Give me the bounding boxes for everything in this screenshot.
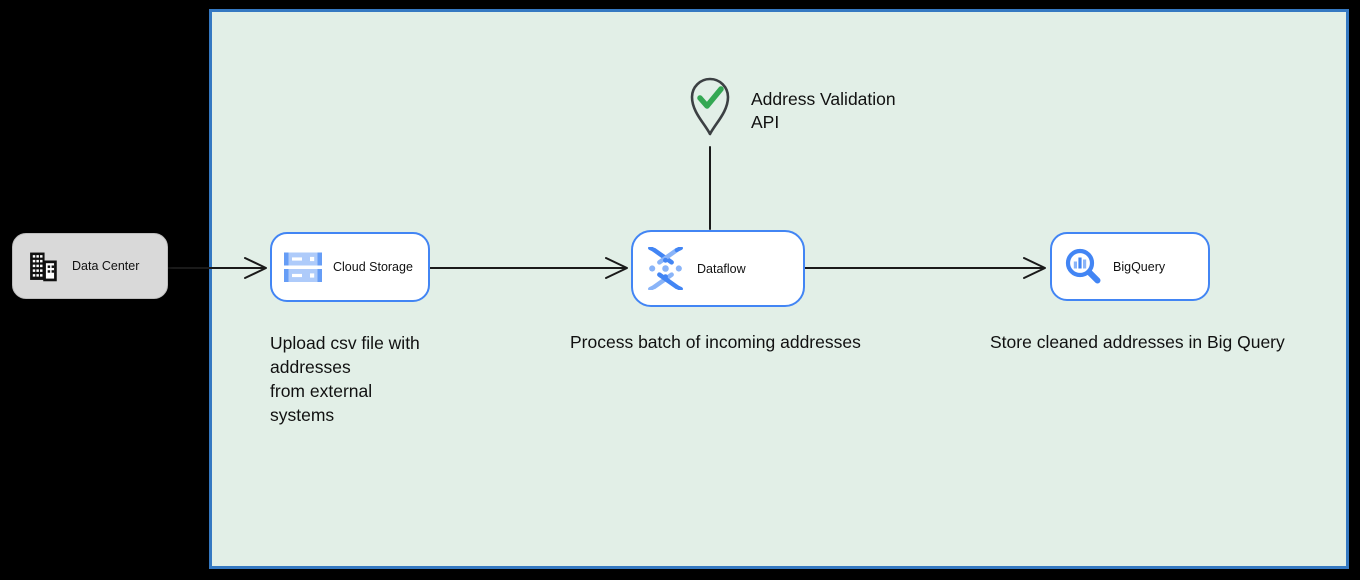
- node-dataflow[interactable]: Dataflow: [631, 230, 805, 307]
- caption-process-batch: Process batch of incoming addresses: [570, 332, 861, 352]
- node-bigquery[interactable]: BigQuery: [1050, 232, 1210, 301]
- caption-store-cleaned: Store cleaned addresses in Big Query: [990, 332, 1285, 352]
- building-icon: [30, 252, 57, 281]
- map-pin-check-icon: [690, 77, 730, 136]
- node-cloud-storage[interactable]: Cloud Storage: [270, 232, 430, 302]
- api-annotation-label: Address Validation API: [751, 89, 896, 132]
- node-cloud-storage-label: Cloud Storage: [333, 260, 413, 274]
- node-bigquery-label: BigQuery: [1113, 259, 1166, 274]
- caption-upload-csv: Upload csv file with addresses from exte…: [270, 333, 420, 425]
- node-data-center[interactable]: Data Center: [12, 233, 168, 299]
- cloud-storage-icon: [284, 252, 322, 282]
- dataflow-icon: [648, 247, 683, 290]
- node-data-center-label: Data Center: [72, 259, 140, 273]
- node-dataflow-label: Dataflow: [697, 261, 746, 276]
- bigquery-icon: [1065, 248, 1101, 284]
